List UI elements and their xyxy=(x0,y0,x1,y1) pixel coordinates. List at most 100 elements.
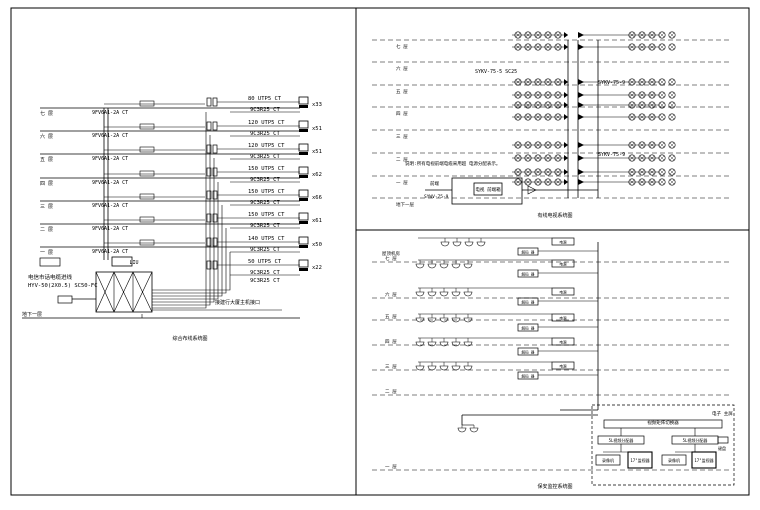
power-box xyxy=(551,361,575,370)
utp-label: 150 UTP5 CT xyxy=(248,189,285,195)
tv-floor-label: 五 层 xyxy=(396,89,408,95)
phone-icon xyxy=(299,245,308,248)
tv-outlet-icon xyxy=(514,78,522,86)
tv-floor-label: 四 层 xyxy=(396,111,408,117)
camera-icon xyxy=(476,241,486,247)
tv-amp-label: 电视 前端箱 xyxy=(475,186,501,193)
tv-outlet-icon xyxy=(514,43,522,51)
camera-icon xyxy=(439,341,449,347)
tv-outlet-icon xyxy=(648,101,656,109)
cable-label: 9C3R25 CT xyxy=(250,154,280,160)
camera-icon xyxy=(415,317,425,323)
outlet-count: x22 xyxy=(312,265,322,271)
tv-outlet-icon xyxy=(524,113,532,121)
tv-outlet-icon xyxy=(544,91,552,99)
floor-patch-box xyxy=(139,216,155,223)
tv-outlet-icon xyxy=(658,43,666,51)
utp-label: 150 UTP5 CT xyxy=(248,166,285,172)
camera-icon xyxy=(451,263,461,269)
trunk-label: 9FV6A1-2A CT xyxy=(92,156,128,162)
cable-label: 9C3R25 CT xyxy=(250,247,280,253)
splitter-icon xyxy=(564,179,568,185)
tv-outlet-icon xyxy=(514,168,522,176)
splitter-icon xyxy=(578,44,584,50)
incoming-line-spec: HYV-50(2X0.5) SC50-FC xyxy=(28,283,98,289)
camera-row: 解码 器电源 xyxy=(415,287,598,306)
camera-icon xyxy=(440,241,450,247)
tv-outlet-icon xyxy=(648,154,656,162)
tv-outlet-icon xyxy=(544,43,552,51)
tv-outlet-row xyxy=(512,78,676,86)
tv-outlet-icon xyxy=(524,31,532,39)
decoder-label: 解码 器 xyxy=(522,374,535,379)
computer-icon xyxy=(298,212,309,221)
tv-outlet-icon xyxy=(524,178,532,186)
floor-label: 二 层 xyxy=(40,227,53,233)
tv-floor-row: 七 层 xyxy=(372,39,730,50)
tv-outlet-icon xyxy=(514,101,522,109)
power-box xyxy=(551,313,575,322)
tv-outlet-icon xyxy=(668,91,676,99)
camera-icon xyxy=(427,317,437,323)
tv-note: 说明:所有电视前端电缆采用超 电源分配表示。 xyxy=(405,160,500,167)
camera-icon xyxy=(452,241,462,247)
power-label: 电源 xyxy=(559,340,567,345)
cable-label: 9C3R25 CT xyxy=(250,131,280,137)
camera-icon xyxy=(451,365,461,371)
power-label: 电源 xyxy=(559,316,567,321)
floor-label: 四 层 xyxy=(40,181,53,187)
cabling-floor-row: 二 层 9FV6A1-2A CT xyxy=(40,216,300,233)
outlet-count: x51 xyxy=(312,149,322,155)
cctv-caption: 保安监控系统图 xyxy=(537,483,572,490)
camera-icon xyxy=(427,291,437,297)
camera-icon xyxy=(463,341,473,347)
camera-icon xyxy=(415,263,425,269)
utp-label: 80 UTP5 CT xyxy=(248,96,282,102)
tv-outlet-icon xyxy=(554,113,562,121)
cctv-floor-row: 二 层 xyxy=(372,389,730,396)
splitter-icon xyxy=(578,114,584,120)
splitter-label-2: 5L视频分配器 xyxy=(683,437,708,443)
tv-caption: 有线电视系统图 xyxy=(537,212,572,219)
camera-icon xyxy=(457,427,467,433)
tv-outlet-icon xyxy=(524,101,532,109)
device-box-4 xyxy=(691,451,717,469)
tv-outlet-icon xyxy=(658,154,666,162)
trunk-label: 9FV6A1-2A CT xyxy=(92,226,128,232)
tv-outlet-row xyxy=(512,91,676,99)
tv-outlet-icon xyxy=(534,101,542,109)
camera-icon xyxy=(415,291,425,297)
tv-outlet-icon xyxy=(534,43,542,51)
utp-label: 120 UTP5 CT xyxy=(248,143,285,149)
tv-outlet-icon xyxy=(534,31,542,39)
cctv-floor-row: 六 层 xyxy=(372,291,730,299)
tv-outlet-icon xyxy=(628,91,636,99)
tv-cable-label-3: SYKV-75-9 xyxy=(598,152,625,158)
tv-floor-label: 六 层 xyxy=(396,65,408,72)
tv-outlet-icon xyxy=(554,168,562,176)
tv-outlet-icon xyxy=(658,91,666,99)
decoder-label: 解码 器 xyxy=(522,350,535,355)
tv-outlet-icon xyxy=(534,78,542,86)
tv-outlet-icon xyxy=(648,178,656,186)
cctv-floor-label: 二 层 xyxy=(385,389,397,395)
floor-label: 五 层 xyxy=(40,157,53,163)
tv-outlet-icon xyxy=(668,101,676,109)
utp-label: 120 UTP5 CT xyxy=(248,120,285,126)
tv-outlet-icon xyxy=(638,141,646,149)
splitter-icon xyxy=(564,102,568,108)
decoder-label: 解码 器 xyxy=(522,250,535,255)
camera-icon xyxy=(439,317,449,323)
cctv-floor-label: 三 层 xyxy=(385,364,397,370)
camera-icon xyxy=(463,317,473,323)
tv-outlet-row xyxy=(512,168,676,176)
tv-outlet-icon xyxy=(534,168,542,176)
device-label-3: 录像机 xyxy=(668,457,680,463)
tv-frontend-label: 前端 xyxy=(430,180,439,187)
splitter-icon xyxy=(578,179,584,185)
phone-icon xyxy=(299,268,308,271)
phone-icon xyxy=(299,221,308,224)
